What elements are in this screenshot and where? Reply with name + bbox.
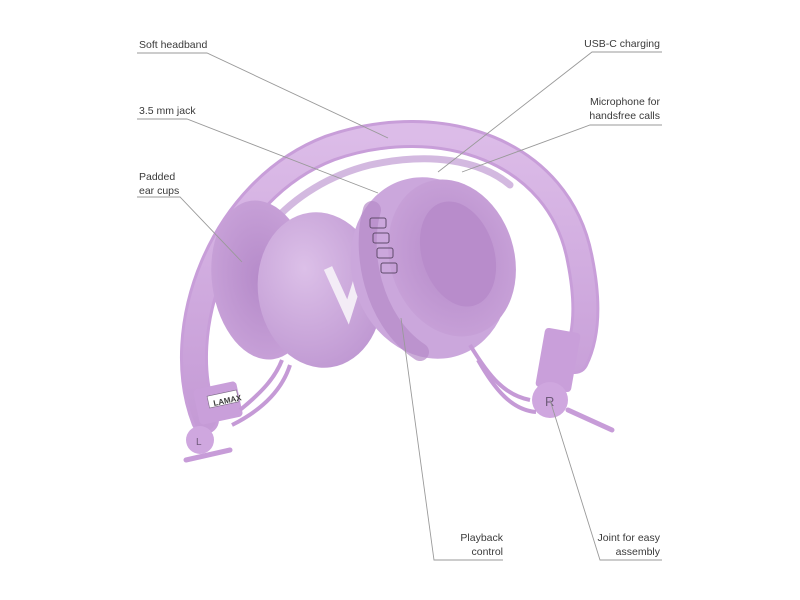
left-side-mark: L (196, 437, 202, 448)
callout-padded-cups-line1: Padded (139, 171, 176, 183)
right-earcup (350, 177, 516, 361)
leader-padded-cups (137, 196, 243, 263)
leader-jack (137, 118, 379, 194)
leader-playback (400, 317, 503, 561)
callout-microphone: Microphone for handsfree calls (589, 95, 660, 123)
callout-usb-c: USB-C charging (584, 38, 660, 50)
playback-buttons (369, 217, 398, 274)
callout-joint: Joint for easy assembly (598, 531, 660, 559)
callout-playback-line1: Playback (460, 532, 503, 544)
leader-soft-headband (137, 52, 389, 139)
leader-usb-c (437, 51, 662, 173)
leader-microphone (461, 124, 662, 173)
leader-joint (549, 399, 662, 561)
leader-lines (137, 51, 662, 561)
callout-jack: 3.5 mm jack (139, 105, 196, 117)
callout-padded-cups: Padded ear cups (139, 170, 179, 198)
callout-joint-line1: Joint for easy (597, 532, 660, 544)
right-side-mark: R (545, 394, 554, 409)
callout-soft-headband: Soft headband (139, 39, 208, 51)
right-hinge (468, 327, 615, 433)
callout-padded-cups-line2: ear cups (139, 185, 180, 197)
callout-playback-line2: control (471, 546, 503, 558)
callout-microphone-line1: Microphone for (589, 96, 660, 108)
callout-playback: Playback control (460, 531, 503, 559)
callout-microphone-line2: handsfree calls (589, 110, 660, 122)
callout-joint-line2: assembly (615, 546, 660, 558)
left-hinge (183, 359, 292, 463)
